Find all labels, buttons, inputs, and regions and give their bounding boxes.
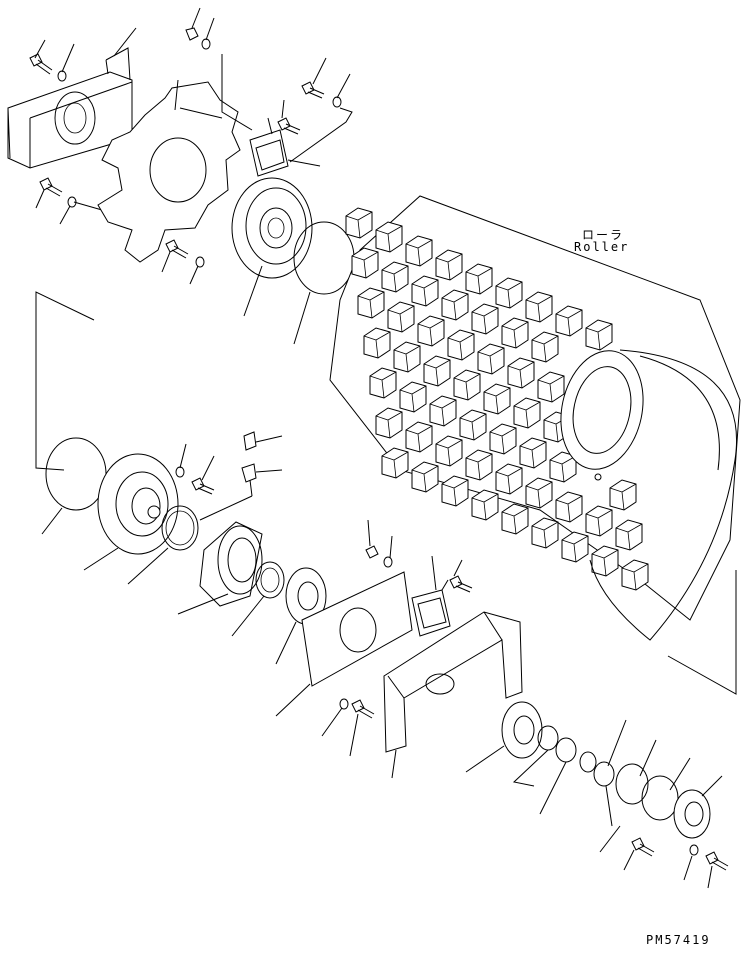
bolt-top-left-1 [29, 27, 137, 82]
washers-lower [512, 725, 597, 815]
roller-pad-edge [429, 399, 457, 427]
o-ring-left [41, 437, 107, 535]
small-cover-middle [411, 555, 451, 637]
roller-pad-edge [519, 441, 547, 469]
roller-pad-edge [441, 293, 469, 321]
roller-label-jp: ローラ [582, 228, 625, 242]
roller-pad-edge [477, 347, 505, 375]
star-plate [97, 79, 241, 263]
roller-pad [561, 531, 589, 563]
roller-pad [345, 207, 373, 239]
roller-drum [329, 195, 741, 641]
roller-label-en: Roller [574, 240, 630, 254]
roller-pad [471, 489, 499, 521]
roller-pad-edge [381, 265, 409, 293]
roller-pad [591, 545, 619, 577]
right-end-parts [593, 719, 723, 839]
roller-pad-edge [435, 253, 463, 281]
roller-pad-edge [399, 385, 427, 413]
roller-pad-edge [501, 321, 529, 349]
coupling-lower [465, 701, 543, 773]
small-cover-plate [249, 117, 321, 177]
nut-top [185, 7, 253, 131]
roller-pad-edge [369, 371, 397, 399]
bolt-middle-right [449, 559, 473, 593]
roller-pad-edge [513, 401, 541, 429]
roller-pad-edge [531, 521, 559, 549]
nut-middle [365, 519, 393, 568]
roller-pad-edge [423, 359, 451, 387]
roller-pad-edge [411, 465, 439, 493]
roller-pad-edge [411, 279, 439, 307]
leader-bracket-left [35, 291, 95, 471]
hub-flange [231, 177, 313, 317]
mount-plate [275, 571, 413, 717]
roller-pad-edge [585, 323, 613, 351]
bolt-lower-star [161, 239, 205, 285]
roller-pad-edge [357, 291, 385, 319]
roller-pad [501, 503, 529, 535]
roller-pad-edge [525, 295, 553, 323]
roller-pad-edge [585, 509, 613, 537]
bolt-top-right [289, 57, 353, 163]
roller-pad-edge [417, 319, 445, 347]
roller-pad-edge [405, 239, 433, 267]
roller-pad-edge [435, 439, 463, 467]
roller-pad-edge [345, 211, 373, 239]
bolt-top-left-2 [35, 177, 103, 225]
roller-pad-edge [489, 427, 517, 455]
roller-pad-edge [363, 331, 391, 359]
roller-pads [345, 207, 649, 591]
roller-pad-edge [615, 523, 643, 551]
roller-pad-edge [375, 411, 403, 439]
roller-pad-edge [525, 481, 553, 509]
bolt-middle-left [175, 443, 215, 495]
roller-pad-edge [387, 305, 415, 333]
seal-ring [231, 561, 285, 637]
roller-pad-edge [483, 387, 511, 415]
roller-pad-edge [453, 373, 481, 401]
roller-pad-edge [561, 535, 589, 563]
roller-pad-edge [381, 451, 409, 479]
roller-pad-edge [555, 495, 583, 523]
roller-pad-edge [495, 281, 523, 309]
roller-pad-edge [555, 309, 583, 337]
roller-pad-edge [609, 483, 637, 511]
roller-pad-edge [471, 493, 499, 521]
snap-ring-left [127, 505, 199, 585]
drawing-number: PM57419 [646, 933, 711, 947]
roller-pad-edge [621, 563, 649, 591]
roller-pad-edge [465, 453, 493, 481]
breather-plugs [199, 431, 283, 521]
roller-pad-edge [495, 467, 523, 495]
bolt-lower-middle [321, 698, 375, 757]
roller-pad-edge [351, 251, 379, 279]
roller-pad-edge [471, 307, 499, 335]
leader-right-roller [667, 570, 737, 695]
bolts-bottom-right [599, 825, 729, 889]
roller-pad-edge [507, 361, 535, 389]
roller-pad-edge [393, 345, 421, 373]
roller-pad [531, 517, 559, 549]
roller-pad-edge [405, 425, 433, 453]
roller-pad-edge [537, 375, 565, 403]
roller-pad-edge [459, 413, 487, 441]
roller-pad-edge [375, 225, 403, 253]
bolt-middle-small [277, 99, 301, 135]
bearing-housing [177, 521, 263, 615]
roller-pad-edge [531, 335, 559, 363]
roller-pad-edge [465, 267, 493, 295]
hub-motor-flange [83, 453, 179, 571]
roller-pad-edge [591, 549, 619, 577]
roller-pad-edge [447, 333, 475, 361]
roller-pad-edge [501, 507, 529, 535]
roller-pad-edge [441, 479, 469, 507]
u-bracket-lower [383, 611, 523, 779]
